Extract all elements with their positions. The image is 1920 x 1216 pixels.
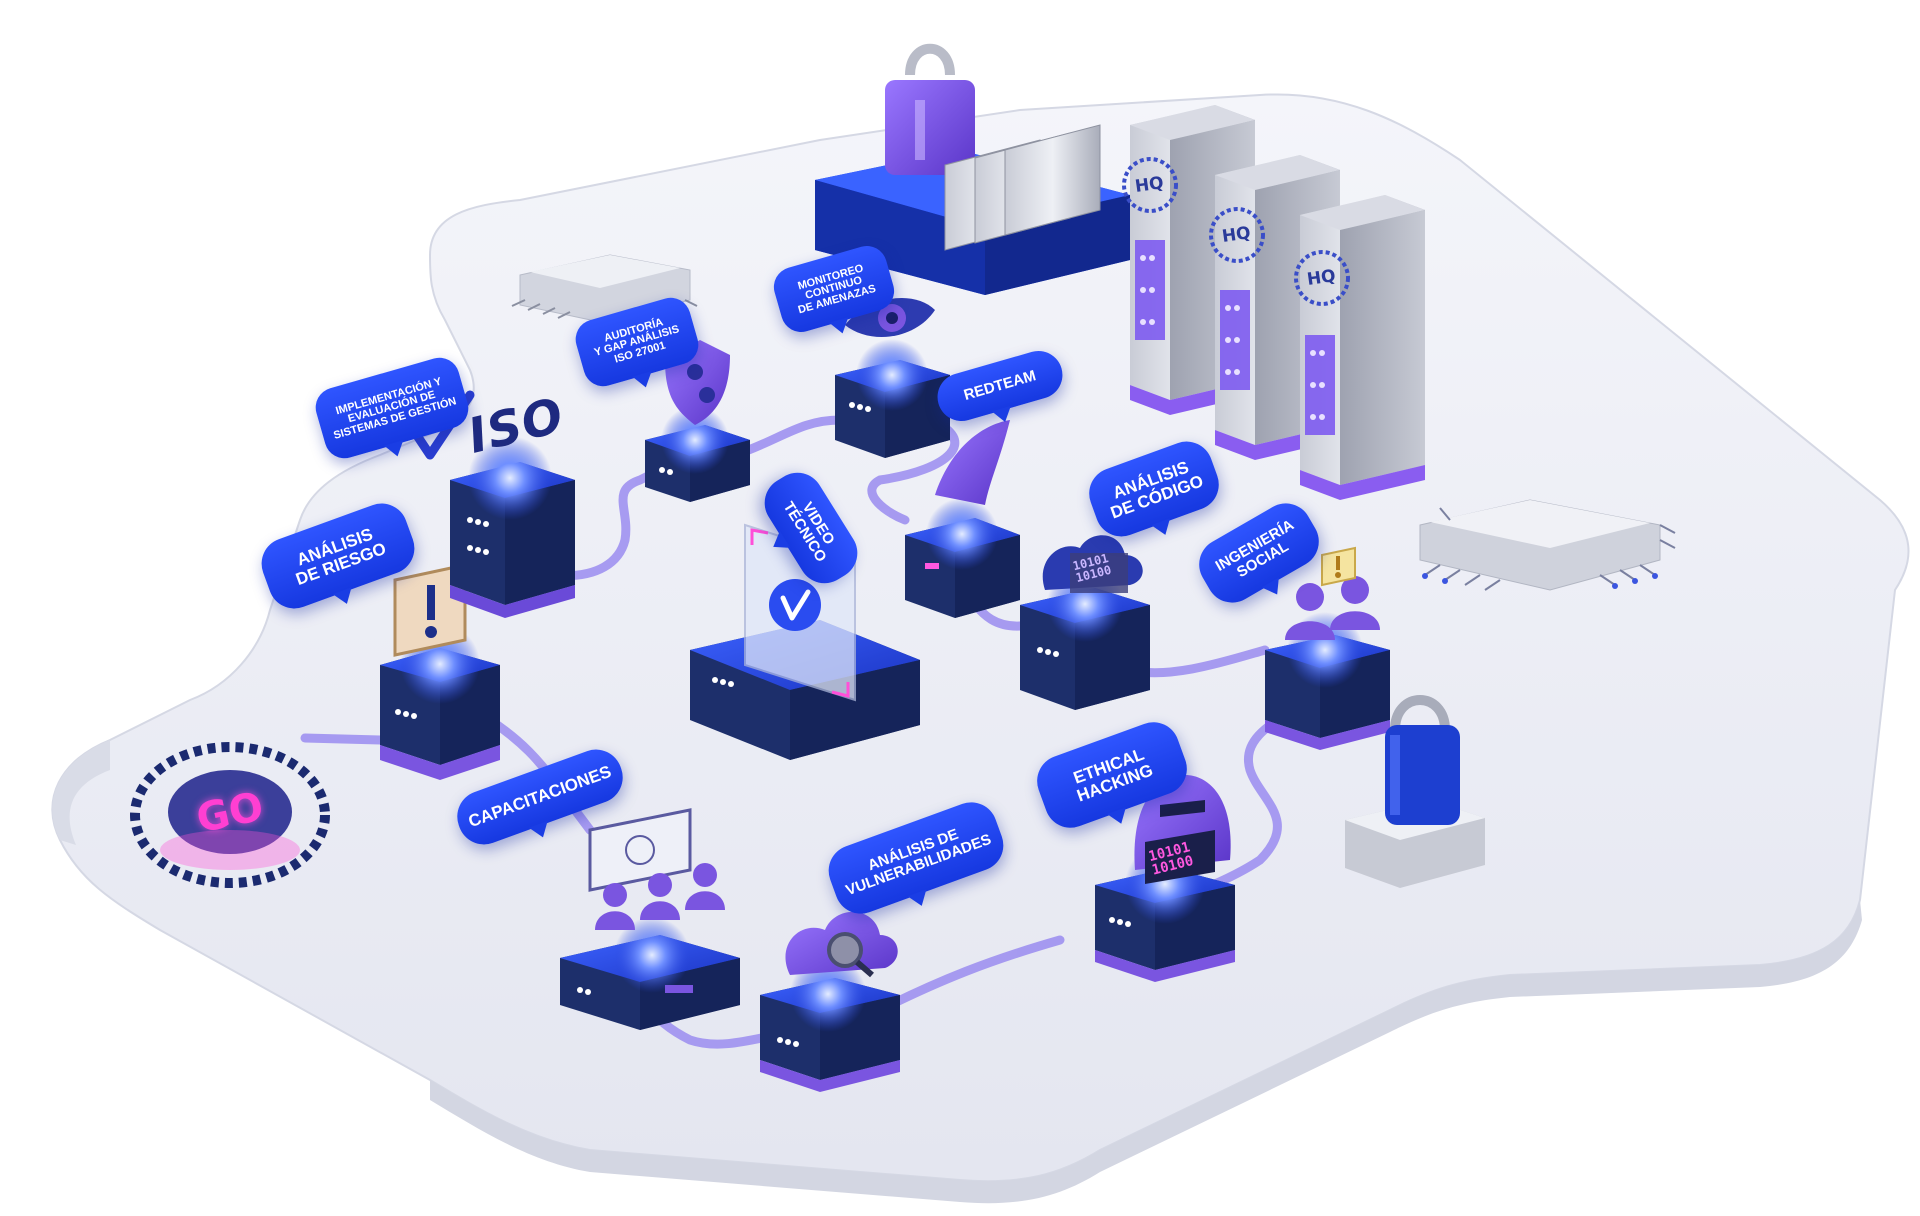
- people-alert-icon: [1285, 546, 1380, 640]
- chip-right: [1419, 499, 1676, 591]
- platform: [51, 93, 1910, 1204]
- node-redteam: [905, 498, 1020, 618]
- alert-icon: [393, 563, 467, 657]
- node-sistemas-gestion: [450, 436, 575, 618]
- padlock-icon: [885, 43, 975, 175]
- hacker-icon: [1134, 775, 1231, 884]
- padlock-stand: [1345, 695, 1485, 888]
- server-tower: [1294, 195, 1425, 500]
- node-vulnerabilidades: [760, 956, 900, 1092]
- server-towers: [1122, 105, 1425, 500]
- cloud-code-icon: [1042, 535, 1143, 593]
- training-icon: [588, 808, 725, 930]
- go-ring: [130, 742, 330, 888]
- node-ingenieria-social: [1265, 612, 1390, 750]
- cloud-search-icon: [785, 911, 898, 978]
- node-capacitaciones: [560, 917, 740, 1030]
- shark-fin-icon: [935, 420, 1010, 505]
- hq-logo: HQ: [1220, 223, 1252, 247]
- node-auditoria: [645, 406, 750, 502]
- hq-logo: HQ: [1305, 266, 1337, 290]
- hq-logo: HQ: [1133, 173, 1165, 197]
- vimeo-icon: [769, 579, 821, 631]
- node-monitoreo: [835, 339, 950, 458]
- folders: [944, 124, 1101, 251]
